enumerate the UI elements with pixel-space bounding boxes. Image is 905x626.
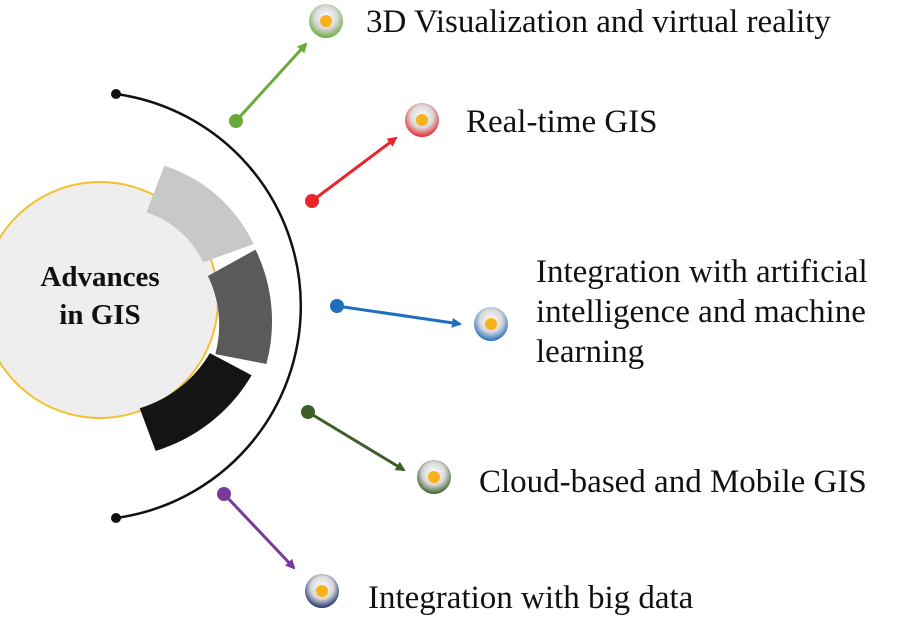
item-label-big-data: Integration with big data [368, 580, 694, 616]
bullet-center [428, 471, 440, 483]
bullet-center [416, 114, 428, 126]
bullet-center [316, 585, 328, 597]
connector-arrow-realtime [311, 136, 398, 203]
connector-dot-ai [330, 299, 344, 313]
connector-arrow-bigdata [222, 492, 296, 570]
center-title-line2: in GIS [59, 299, 141, 331]
arc-end-bottom [111, 513, 121, 523]
bullet-center [485, 318, 497, 330]
connector-arrow-3d [234, 42, 308, 123]
connector-dot-bigdata [217, 487, 231, 501]
arc-end-top [111, 89, 121, 99]
connector-arrow-cloud [307, 410, 406, 472]
connector-arrow-ai [336, 304, 462, 328]
connector-dot-cloud [301, 405, 315, 419]
ring-segment-light [146, 165, 254, 263]
item-label-cloud-mobile: Cloud-based and Mobile GIS [479, 464, 867, 500]
connector-dot-realtime [305, 194, 319, 208]
item-label-3d-visualization: 3D Visualization and virtual reality [366, 4, 831, 40]
bullet-center [320, 15, 332, 27]
item-label-real-time-gis: Real-time GIS [466, 104, 658, 140]
main-arc [115, 92, 302, 520]
center-title-line1: Advances [40, 261, 160, 293]
connector-dot-3d [229, 114, 243, 128]
item-label-ai-ml: Integration with artificial intelligence… [536, 254, 868, 370]
ring-segment-mid [207, 249, 273, 364]
ring-segment-dark [139, 353, 252, 451]
center-title: Advances in GIS [20, 258, 180, 334]
